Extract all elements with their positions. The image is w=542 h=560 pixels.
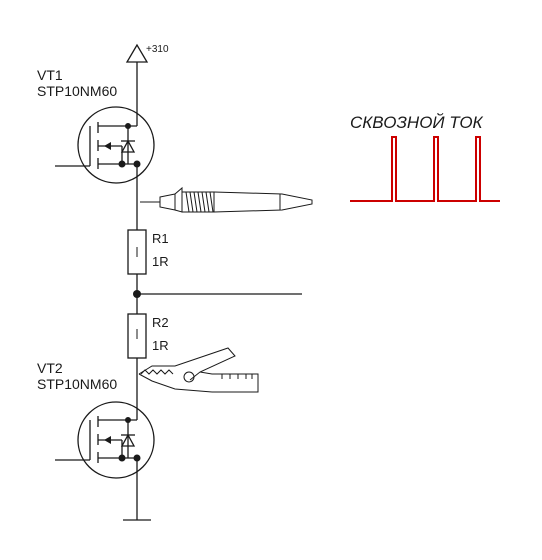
r2-value-label: 1R <box>152 338 169 353</box>
r2-ref-label: R2 <box>152 315 169 330</box>
vt2-ref-label: VT2 <box>37 360 63 376</box>
r1-resistor-symbol <box>127 229 147 275</box>
waveform-label: СКВОЗНОЙ ТОК <box>350 112 484 132</box>
shoot-through-current-waveform <box>350 136 500 202</box>
vt1-part-label: STP10NM60 <box>37 83 117 99</box>
r1-ref-label: R1 <box>152 231 169 246</box>
supply-symbol <box>125 43 149 82</box>
vt1-mosfet-symbol <box>55 82 155 200</box>
waveform-trace <box>350 136 500 202</box>
vt2-part-label: STP10NM60 <box>37 376 117 392</box>
vt1-ref-label: VT1 <box>37 67 63 83</box>
supply-label: +310 <box>146 44 169 55</box>
crocodile-clip-icon <box>138 347 259 393</box>
vt2-mosfet-symbol <box>55 401 155 520</box>
r2-resistor-symbol <box>127 313 147 359</box>
probe-tip-icon <box>140 186 313 213</box>
r1-value-label: 1R <box>152 254 169 269</box>
